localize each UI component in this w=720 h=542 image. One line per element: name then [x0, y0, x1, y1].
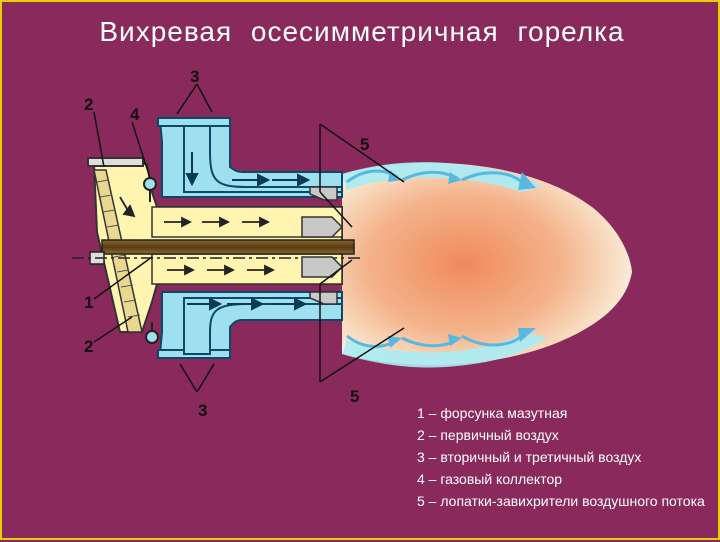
flame-edge-top — [342, 162, 542, 192]
legend: 1 – форсунка мазутная 2 – первичный возд… — [417, 402, 717, 512]
flame-edge-bottom — [342, 332, 547, 368]
legend-item-2: 2 – первичный воздух — [417, 427, 559, 443]
legend-item-3: 3 – вторичный и третичный воздух — [417, 449, 642, 465]
hatch-lines — [96, 179, 141, 318]
label-5-bottom: 5 — [350, 387, 359, 406]
label-2-bottom: 2 — [84, 337, 93, 356]
label-1: 1 — [84, 293, 93, 312]
legend-item-4: 4 – газовый коллектор — [417, 471, 563, 487]
flame — [342, 162, 632, 365]
secondary-flow-arrows — [185, 152, 311, 311]
primary-top-flange — [87, 157, 144, 167]
slide-title: Вихревая осесимметричная горелка — [99, 16, 625, 47]
oil-nozzle — [101, 239, 355, 255]
primary-flow-arrows — [119, 196, 276, 276]
gas-valve-bottom — [145, 330, 159, 344]
label-5-top: 5 — [360, 135, 369, 154]
swirl-vanes — [301, 186, 344, 305]
label-3-top: 3 — [190, 67, 199, 86]
label-2-top: 2 — [84, 95, 93, 114]
gas-valve-top — [143, 177, 157, 191]
legend-item-1: 1 – форсунка мазутная — [417, 405, 568, 421]
upper-flange — [157, 117, 231, 127]
secondary-air-bend-upper — [183, 125, 343, 193]
label-4: 4 — [130, 105, 140, 124]
legend-item-5: 5 – лопатки-завихрители воздушного поток… — [417, 493, 705, 509]
leader-lines — [93, 83, 405, 393]
label-3-bottom: 3 — [198, 401, 207, 420]
